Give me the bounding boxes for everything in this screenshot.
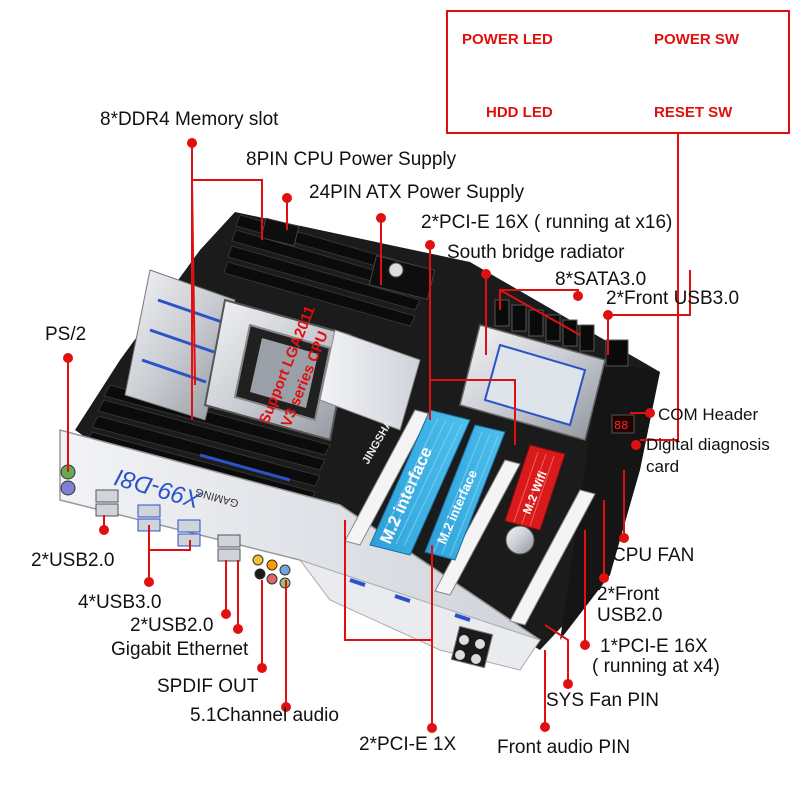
m2-heatsink-b bbox=[424, 424, 506, 561]
cpu-fan-label: CPU FAN bbox=[612, 545, 695, 566]
front-usb2-label-2: USB2.0 bbox=[597, 605, 663, 626]
reset-sw-label: RESET SW bbox=[654, 104, 733, 121]
front-panel-header-box bbox=[446, 10, 790, 134]
com-header-label: COM Header bbox=[658, 405, 759, 424]
spdif-label: SPDIF OUT bbox=[157, 676, 259, 697]
hdd-led-label: HDD LED bbox=[486, 104, 553, 121]
pcie16-x16-label: 2*PCI-E 16X ( running at x16) bbox=[421, 212, 673, 233]
m2-wifi-heatsink bbox=[504, 444, 566, 531]
cpu-power-connector bbox=[260, 217, 300, 247]
leader-dots bbox=[63, 138, 655, 733]
pcie1x-label: 2*PCI-E 1X bbox=[359, 734, 457, 755]
power-led-label: POWER LED bbox=[462, 31, 553, 48]
usb2-a-label: 2*USB2.0 bbox=[31, 550, 115, 571]
atx-power-label: 24PIN ATX Power Supply bbox=[309, 182, 525, 203]
ethernet-label: Gigabit Ethernet bbox=[111, 639, 249, 660]
south-bridge-radiator bbox=[459, 324, 606, 441]
ps2-label: PS/2 bbox=[45, 324, 87, 345]
diag-label-2: card bbox=[646, 457, 680, 476]
m2-heatsink-a bbox=[369, 409, 471, 556]
audio51-label: 5.1Channel audio bbox=[190, 705, 339, 726]
diagnostic-display bbox=[611, 414, 635, 434]
usb3-label: 4*USB3.0 bbox=[78, 592, 162, 613]
diag-label-1: Digital diagnosis bbox=[646, 435, 770, 454]
front-usb3-label: 2*Front USB3.0 bbox=[606, 288, 740, 309]
sys-fan-label: SYS Fan PIN bbox=[546, 690, 659, 711]
usb2-b-label: 2*USB2.0 bbox=[130, 615, 214, 636]
front-usb2-label-1: 2*Front bbox=[597, 584, 660, 605]
atx-connector bbox=[368, 255, 436, 300]
ddr4-label: 8*DDR4 Memory slot bbox=[100, 109, 279, 130]
vrm-heatsink bbox=[124, 269, 236, 421]
power-sw-label: POWER SW bbox=[654, 31, 739, 48]
svg-text:88: 88 bbox=[614, 419, 628, 433]
front-audio-label: Front audio PIN bbox=[497, 737, 631, 758]
leader-lines bbox=[67, 134, 691, 728]
pcie-slots bbox=[344, 409, 596, 626]
pcie16-x4-label-2: ( running at x4) bbox=[592, 656, 720, 677]
cmos-battery bbox=[505, 525, 535, 555]
cpu-power-label: 8PIN CPU Power Supply bbox=[246, 149, 457, 170]
pcie16-x4-label-1: 1*PCI-E 16X bbox=[600, 636, 708, 657]
south-bridge-label: South bridge radiator bbox=[447, 242, 625, 263]
sata-label: 8*SATA3.0 bbox=[555, 269, 647, 290]
cpu-socket bbox=[203, 298, 352, 442]
